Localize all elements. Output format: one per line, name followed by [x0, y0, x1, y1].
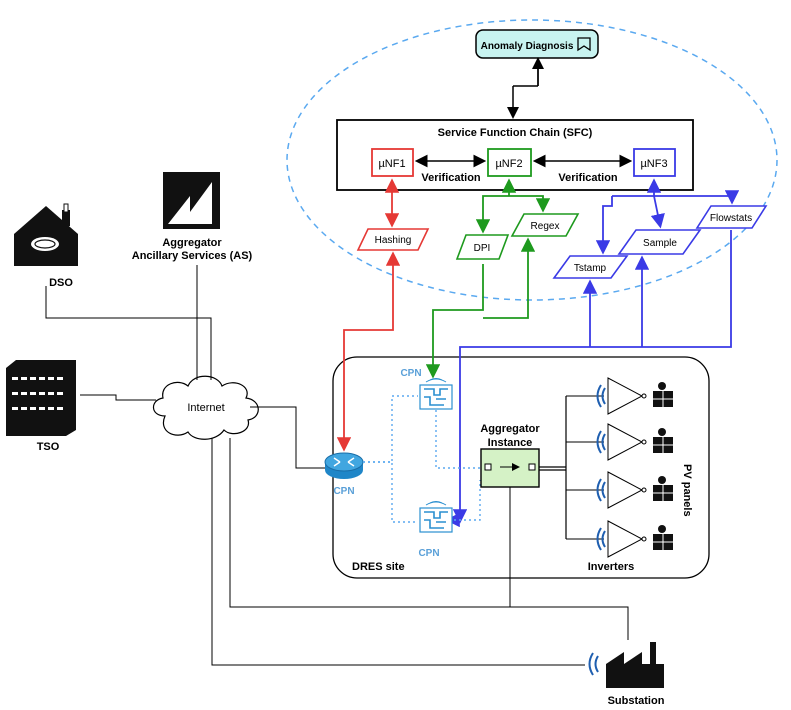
- dso-node[interactable]: DSO: [14, 203, 78, 289]
- substation-node[interactable]: Substation: [588, 642, 665, 707]
- cpn-top-label: CPN: [400, 368, 421, 379]
- aggregator-instance-line2: Instance: [488, 437, 533, 449]
- chip-icon: [424, 388, 448, 406]
- cpn-bottom-aggregator-link: [454, 480, 481, 521]
- hashing-node[interactable]: Hashing: [356, 228, 430, 251]
- internet-substation-link: [229, 438, 629, 640]
- pv-panel-icon: [653, 382, 673, 407]
- pv-panel-icon: [653, 476, 673, 501]
- inverter-icon: [607, 520, 644, 558]
- router-arrows-icon: [333, 457, 355, 467]
- wireless-icon: [596, 478, 606, 502]
- cpn-router-label: CPN: [333, 486, 354, 497]
- unf3-tstamp-link: [595, 196, 613, 255]
- flowstats-label: Flowstats: [710, 213, 752, 224]
- sample-label: Sample: [643, 238, 677, 249]
- bookmark-icon: [577, 37, 591, 52]
- dso-label: DSO: [49, 277, 73, 289]
- wireless-icon: [596, 527, 606, 551]
- inverter-row[interactable]: [596, 520, 674, 558]
- dres-site-label: DRES site: [352, 561, 405, 573]
- cpn-top-node[interactable]: CPN: [400, 368, 453, 410]
- aggregator-as-line1: Aggregator: [162, 237, 222, 249]
- unf1-node[interactable]: µNF1: [371, 148, 414, 177]
- router-cpn-bottom-link: [363, 461, 418, 523]
- unf2-dpi-link: [475, 195, 509, 234]
- internet-node[interactable]: Internet: [152, 375, 259, 440]
- inverters-label: Inverters: [588, 561, 634, 573]
- inverter-row[interactable]: [596, 471, 674, 509]
- cpn-top-aggregator-link: [435, 410, 480, 469]
- sample-node[interactable]: Sample: [617, 229, 702, 255]
- verification-left-label: Verification: [421, 172, 481, 184]
- flowstats-node[interactable]: Flowstats: [695, 205, 768, 229]
- dso-internet-link: [45, 286, 212, 380]
- unf2-node[interactable]: µNF2: [487, 148, 532, 177]
- tso-label: TSO: [37, 441, 60, 453]
- tso-node[interactable]: TSO: [6, 360, 76, 453]
- factory-icon: [606, 642, 664, 688]
- dpi-cpn-link: [425, 264, 484, 379]
- anomaly-diagnosis-node[interactable]: Anomaly Diagnosis: [475, 29, 599, 59]
- wireless-icon: [588, 652, 599, 676]
- unf3-sample-link: [650, 195, 665, 229]
- chip-icon: [424, 511, 448, 529]
- hashing-label: Hashing: [375, 235, 412, 246]
- aggregator-instance-line1: Aggregator: [480, 423, 540, 435]
- sfc-title: Service Function Chain (SFC): [438, 127, 593, 139]
- router-icon: [34, 239, 56, 249]
- inverter-row[interactable]: [596, 377, 674, 415]
- pv-panel-icon: [653, 428, 673, 453]
- tso-internet-link: [80, 394, 156, 401]
- unf2-regex-link: [509, 195, 551, 213]
- wireless-icon: [596, 430, 606, 454]
- anomaly-label: Anomaly Diagnosis: [481, 41, 574, 52]
- cpn-bottom-node[interactable]: CPN: [418, 501, 453, 560]
- aggregator-as-line2: Ancillary Services (AS): [132, 250, 253, 262]
- pv-panel-icon: [653, 525, 673, 550]
- dpi-node[interactable]: DPI: [455, 234, 510, 260]
- unf3-flowstats-link: [612, 190, 740, 205]
- unf3-node[interactable]: µNF3: [633, 148, 676, 177]
- verification-right-label: Verification: [558, 172, 618, 184]
- inverter-icon: [607, 423, 644, 461]
- internet-router-link: [250, 406, 326, 469]
- unf1-label: µNF1: [378, 158, 405, 170]
- dpi-label: DPI: [474, 243, 491, 254]
- unf3-label: µNF3: [640, 158, 667, 170]
- internet-label: Internet: [187, 402, 224, 414]
- regex-node[interactable]: Regex: [510, 213, 580, 237]
- aggregator-instance-node[interactable]: Aggregator Instance: [480, 423, 540, 488]
- aggregator-as-node[interactable]: Aggregator Ancillary Services (AS): [132, 172, 253, 262]
- pv-panels-label: PV panels: [681, 464, 693, 517]
- inverter-row[interactable]: [596, 423, 674, 461]
- tstamp-node[interactable]: Tstamp: [552, 255, 629, 279]
- flowstats-cpn-link: [452, 230, 732, 524]
- substation-label: Substation: [608, 695, 665, 707]
- inverter-icon: [607, 471, 644, 509]
- cpn-bottom-label: CPN: [418, 548, 439, 559]
- regex-cpn-link: [483, 237, 536, 319]
- unf2-label: µNF2: [495, 158, 522, 170]
- regex-label: Regex: [531, 221, 560, 232]
- inverter-icon: [607, 377, 644, 415]
- edge-cloud-boundary: [286, 19, 778, 301]
- tstamp-label: Tstamp: [574, 263, 607, 274]
- hashing-router-link: [336, 251, 401, 452]
- router-cpn-top-link: [363, 395, 418, 463]
- chart-icon: [168, 182, 212, 224]
- cpn-router-node[interactable]: CPN: [324, 452, 364, 497]
- wireless-icon: [596, 384, 606, 408]
